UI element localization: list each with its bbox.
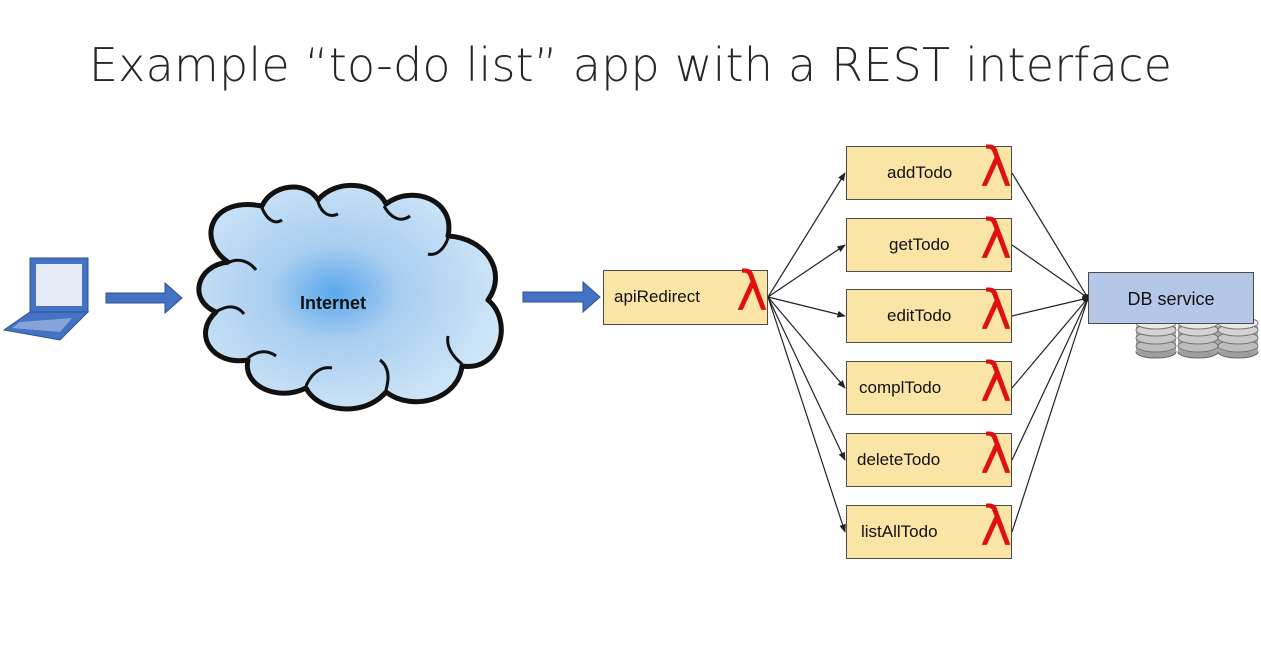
lambda-icon: λ bbox=[736, 260, 768, 323]
function-label: deleteTodo bbox=[857, 450, 941, 469]
function-label: addTodo bbox=[887, 163, 953, 182]
gateway-to-function-connectors bbox=[767, 172, 846, 533]
function-to-db-connectors bbox=[1011, 172, 1090, 533]
gateway-label: apiRedirect bbox=[614, 287, 700, 306]
slide-title: Example “to-do list” app with a REST int… bbox=[88, 38, 1173, 92]
connector-listAllTodo-db bbox=[1011, 297, 1089, 533]
connector-complTodo-db bbox=[1011, 297, 1089, 389]
connector-to-deleteTodo bbox=[767, 296, 846, 461]
lambda-icon: λ bbox=[980, 351, 1012, 414]
connector-editTodo-db bbox=[1011, 297, 1089, 317]
connector-to-addTodo bbox=[767, 172, 846, 298]
connector-to-editTodo bbox=[767, 296, 846, 318]
internet-label: Internet bbox=[300, 293, 367, 313]
internet-cloud bbox=[196, 183, 504, 412]
function-box-getTodo[interactable]: getTodo λ bbox=[846, 213, 1012, 272]
function-label: complTodo bbox=[859, 378, 942, 397]
function-box-listAllTodo[interactable]: listAllTodo λ bbox=[846, 500, 1012, 559]
function-box-editTodo[interactable]: editTodo λ bbox=[846, 284, 1012, 343]
connector-addTodo-db bbox=[1011, 172, 1089, 299]
lambda-icon: λ bbox=[980, 208, 1012, 271]
arrow-internet-to-gateway bbox=[522, 280, 601, 314]
lambda-icon: λ bbox=[980, 423, 1012, 486]
arrow-laptop-to-internet bbox=[105, 281, 183, 315]
function-label: getTodo bbox=[889, 235, 950, 254]
laptop-icon bbox=[2, 257, 90, 341]
connector-deleteTodo-db bbox=[1011, 297, 1089, 461]
db-service-box[interactable]: DB service bbox=[1088, 272, 1254, 324]
connector-to-listAllTodo bbox=[767, 296, 846, 533]
lambda-icon: λ bbox=[980, 136, 1012, 199]
function-box-deleteTodo[interactable]: deleteTodo λ bbox=[846, 428, 1012, 487]
connector-getTodo-db bbox=[1011, 244, 1089, 299]
function-box-addTodo[interactable]: addTodo λ bbox=[846, 141, 1012, 200]
connector-to-complTodo bbox=[767, 296, 846, 389]
db-service-label: DB service bbox=[1127, 289, 1215, 309]
lambda-icon: λ bbox=[980, 279, 1012, 342]
function-label: listAllTodo bbox=[861, 522, 938, 541]
connector-to-getTodo bbox=[767, 244, 846, 298]
function-box-complTodo[interactable]: complTodo λ bbox=[846, 356, 1012, 415]
function-label: editTodo bbox=[887, 306, 952, 325]
gateway-box[interactable]: apiRedirect λ bbox=[603, 265, 768, 325]
lambda-icon: λ bbox=[980, 495, 1012, 558]
